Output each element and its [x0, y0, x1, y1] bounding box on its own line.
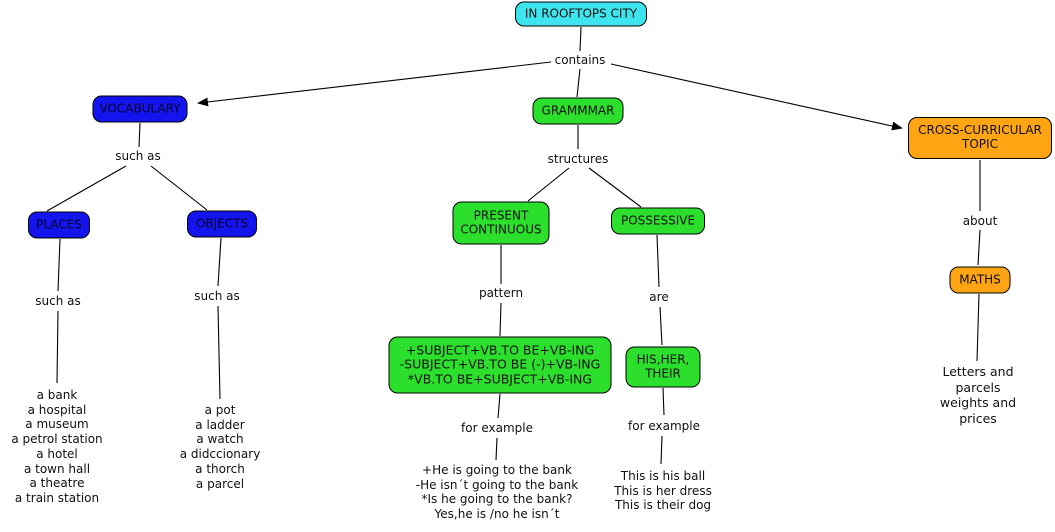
- node-his-her-their[interactable]: HIS,HER, THEIR: [625, 346, 701, 388]
- link-label-such-as-objects[interactable]: such as: [192, 289, 242, 303]
- node-objects[interactable]: OBJECTS: [187, 210, 257, 238]
- node-possessive[interactable]: POSSESSIVE: [611, 207, 705, 235]
- link-label-contains[interactable]: contains: [552, 53, 608, 67]
- text-present-continuous-examples[interactable]: +He is going to the bank -He isn´t going…: [415, 463, 579, 522]
- text-possessive-examples[interactable]: This is his ball This is her dress This …: [614, 469, 712, 513]
- link-label-for-example-possessive[interactable]: for example: [626, 419, 702, 433]
- link-label-about[interactable]: about: [960, 214, 1000, 228]
- node-grammar[interactable]: GRAMMMAR: [532, 97, 624, 125]
- link-label-structures[interactable]: structures: [545, 152, 611, 166]
- link-label-such-as-places[interactable]: such as: [33, 294, 83, 308]
- node-in-rooftops-city[interactable]: IN ROOFTOPS CITY: [515, 1, 647, 27]
- text-objects-list[interactable]: a pot a ladder a watch a didccionary a t…: [179, 403, 261, 491]
- node-maths[interactable]: MATHS: [949, 266, 1011, 294]
- link-label-for-example-present[interactable]: for example: [459, 421, 535, 435]
- node-places[interactable]: PLACES: [28, 211, 90, 239]
- node-present-continuous[interactable]: PRESENT CONTINUOUS: [452, 201, 550, 245]
- link-label-pattern[interactable]: pattern: [476, 286, 526, 300]
- link-label-such-as-vocabulary[interactable]: such as: [113, 149, 163, 163]
- text-maths-description[interactable]: Letters and parcels weights and prices: [939, 364, 1017, 426]
- node-cross-curricular-topic[interactable]: CROSS-CURRICULAR TOPIC: [908, 117, 1052, 159]
- link-label-are[interactable]: are: [647, 290, 671, 304]
- text-places-list[interactable]: a bank a hospital a museum a petrol stat…: [11, 388, 103, 505]
- node-vocabulary[interactable]: VOCABULARY: [92, 95, 188, 123]
- node-pattern-formula[interactable]: +SUBJECT+VB.TO BE+VB-ING -SUBJECT+VB.TO …: [388, 336, 612, 394]
